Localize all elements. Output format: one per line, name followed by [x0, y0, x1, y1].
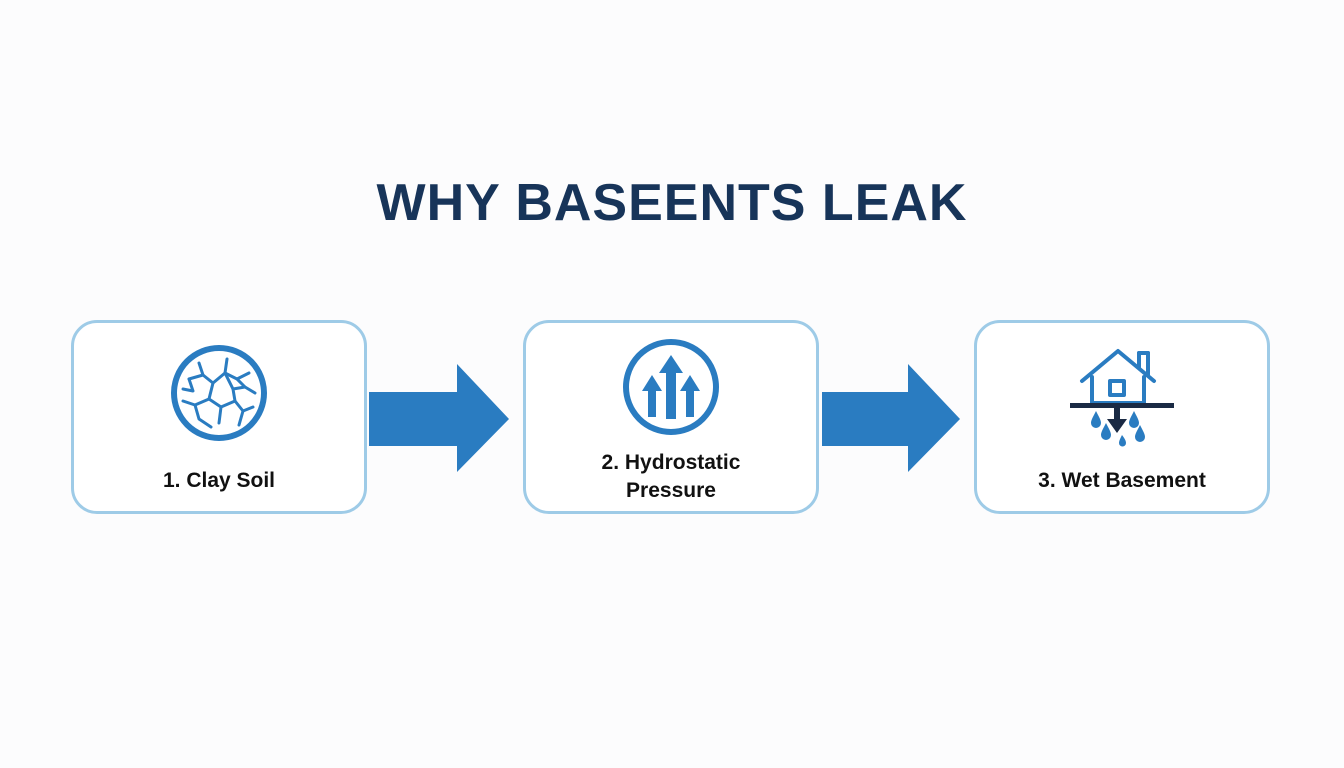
house-water-leak-icon: [1070, 349, 1174, 447]
upward-pressure-arrows-icon: [623, 339, 719, 435]
step-wet-basement: 3. Wet Basement: [974, 320, 1270, 514]
diagram-title: WHY BASEENTS LEAK: [376, 174, 968, 232]
cracked-soil-icon: [171, 345, 267, 441]
flow-arrow-right-icon: [822, 364, 960, 472]
step-label: 1. Clay Soil: [162, 469, 276, 492]
step-label: 2. Hydrostatic Pressure: [601, 451, 741, 502]
step-clay-soil: 1. Clay Soil: [71, 320, 367, 514]
step-label: 3. Wet Basement: [1038, 469, 1206, 492]
flow-arrow-right-icon: [369, 364, 509, 472]
step-hydrostatic-pressure: 2. Hydrostatic Pressure: [523, 320, 819, 514]
